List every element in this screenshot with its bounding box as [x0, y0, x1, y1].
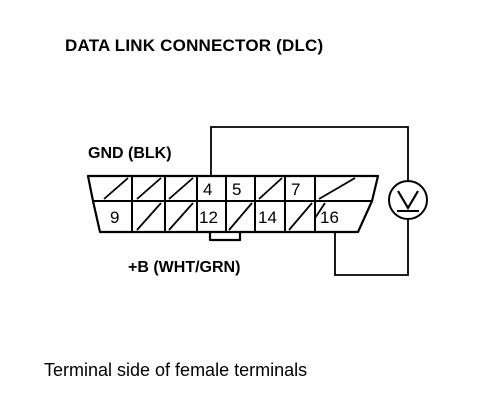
terminal-16-mark — [314, 202, 326, 219]
ground-wire — [210, 126, 409, 181]
diagram-caption: Terminal side of female terminals — [44, 360, 308, 380]
terminal-5: 5 — [232, 180, 241, 199]
terminal-14: 14 — [258, 208, 277, 227]
diagram-title: DATA LINK CONNECTOR (DLC) — [65, 36, 324, 55]
empty-cavity-hatching-top — [103, 177, 356, 200]
terminal-7: 7 — [291, 180, 300, 199]
voltmeter — [388, 180, 428, 220]
empty-cavity-hatching-bottom — [136, 202, 313, 231]
top-row-dividers — [131, 176, 316, 201]
terminal-16: 16 — [320, 208, 339, 227]
ground-wire-label: GND (BLK) — [88, 145, 172, 162]
battery-wire — [334, 219, 409, 276]
terminal-9: 9 — [110, 208, 119, 227]
terminal-12: 12 — [199, 208, 218, 227]
connector-housing — [86, 174, 380, 242]
battery-wire-label: +B (WHT/GRN) — [128, 259, 241, 276]
voltmeter-v-icon — [397, 190, 419, 211]
terminal-4: 4 — [203, 180, 212, 199]
